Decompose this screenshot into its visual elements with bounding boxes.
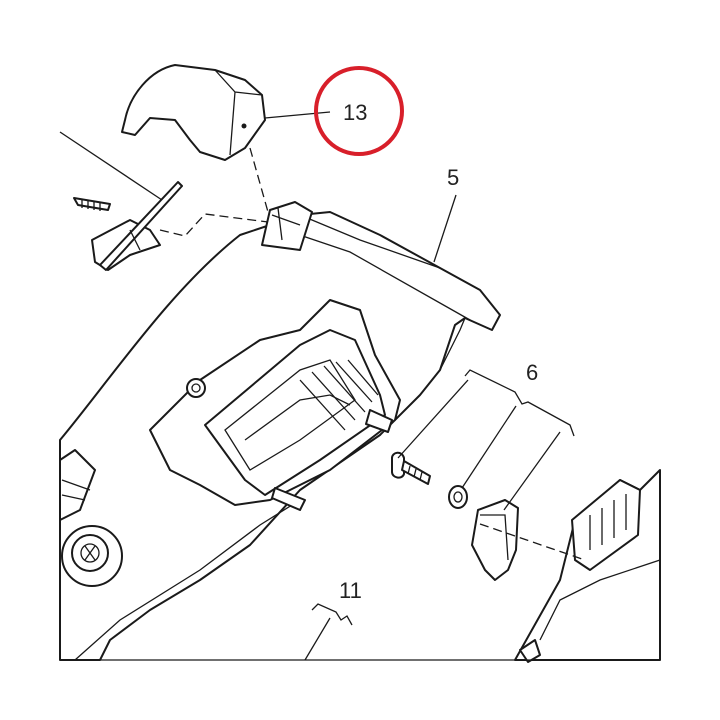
part-13-cap bbox=[121, 64, 266, 161]
right-partial-part bbox=[514, 469, 661, 663]
callout-11: 11 bbox=[339, 578, 362, 603]
callout-6: 6 bbox=[526, 360, 538, 385]
highlight-circle bbox=[314, 66, 404, 156]
callout-13: 13 bbox=[343, 100, 367, 125]
part-6-hardware bbox=[391, 451, 519, 581]
leader-lines bbox=[59, 111, 586, 661]
main-housing bbox=[59, 201, 501, 661]
callout-5: 5 bbox=[447, 165, 459, 190]
clip-assembly bbox=[73, 181, 183, 271]
